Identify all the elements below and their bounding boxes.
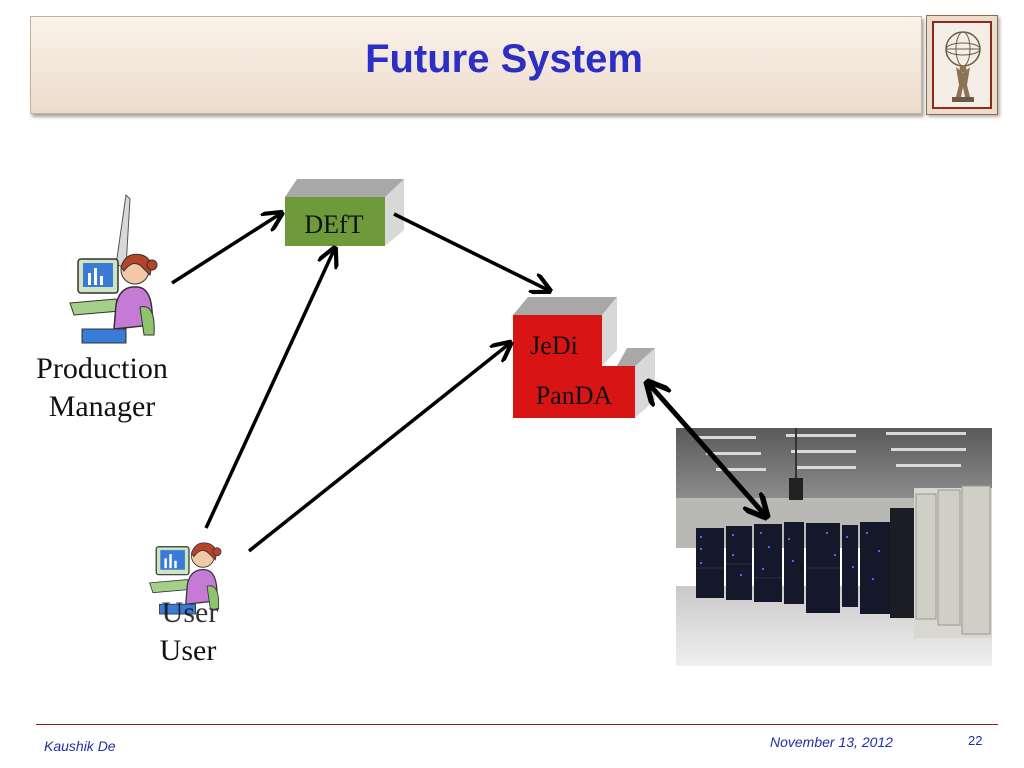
panda-block-front [513,366,635,418]
atlas-logo [926,15,998,115]
jedi-block-top [513,297,617,315]
user-keyboard-icon [149,579,192,594]
deft-label: DEfT [304,210,363,239]
user-monitor-screen-icon [160,550,185,570]
deft-block-front [285,197,385,246]
footer-author: Kaushik De [44,738,116,754]
deft-block-top [285,179,404,197]
logo-frame [932,21,992,109]
user-figure [149,542,222,615]
jedi-block-front [513,315,602,366]
pm-chair-icon [139,306,155,336]
atlas-figure-icon [945,31,981,102]
production-manager-figure [69,193,158,344]
user-overlap-label: User [161,596,219,629]
arrow-pm-to-deft [171,214,280,285]
panda-label: PanDA [536,381,613,410]
slide-title: Future System [365,36,643,81]
footer-date: November 13, 2012 [770,734,893,750]
footer-divider [36,724,998,725]
arrow-deft-to-jedi [393,212,548,290]
arrow-user-to-deft [204,250,334,529]
user-chair-icon [206,585,220,610]
title-bar: Future System [30,16,922,114]
deft-block: DEfT [285,179,404,246]
user-label: User [159,634,217,667]
pm-label-line2: Manager [48,390,156,423]
computing-center-photo [676,428,992,666]
production-manager-label: Production Manager [22,350,182,426]
jedi-block-side [602,297,617,366]
arrow-user-to-jedi [247,344,509,553]
jedi-panda-block: PanDA JeDi [513,297,655,418]
page-number: 22 [968,733,983,748]
pm-label-line1: Production [36,352,168,385]
pm-keyboard-icon [69,298,121,316]
jedi-label: JeDi [530,331,578,360]
pm-monitor-screen-icon [83,263,113,287]
deft-block-side [385,179,404,246]
